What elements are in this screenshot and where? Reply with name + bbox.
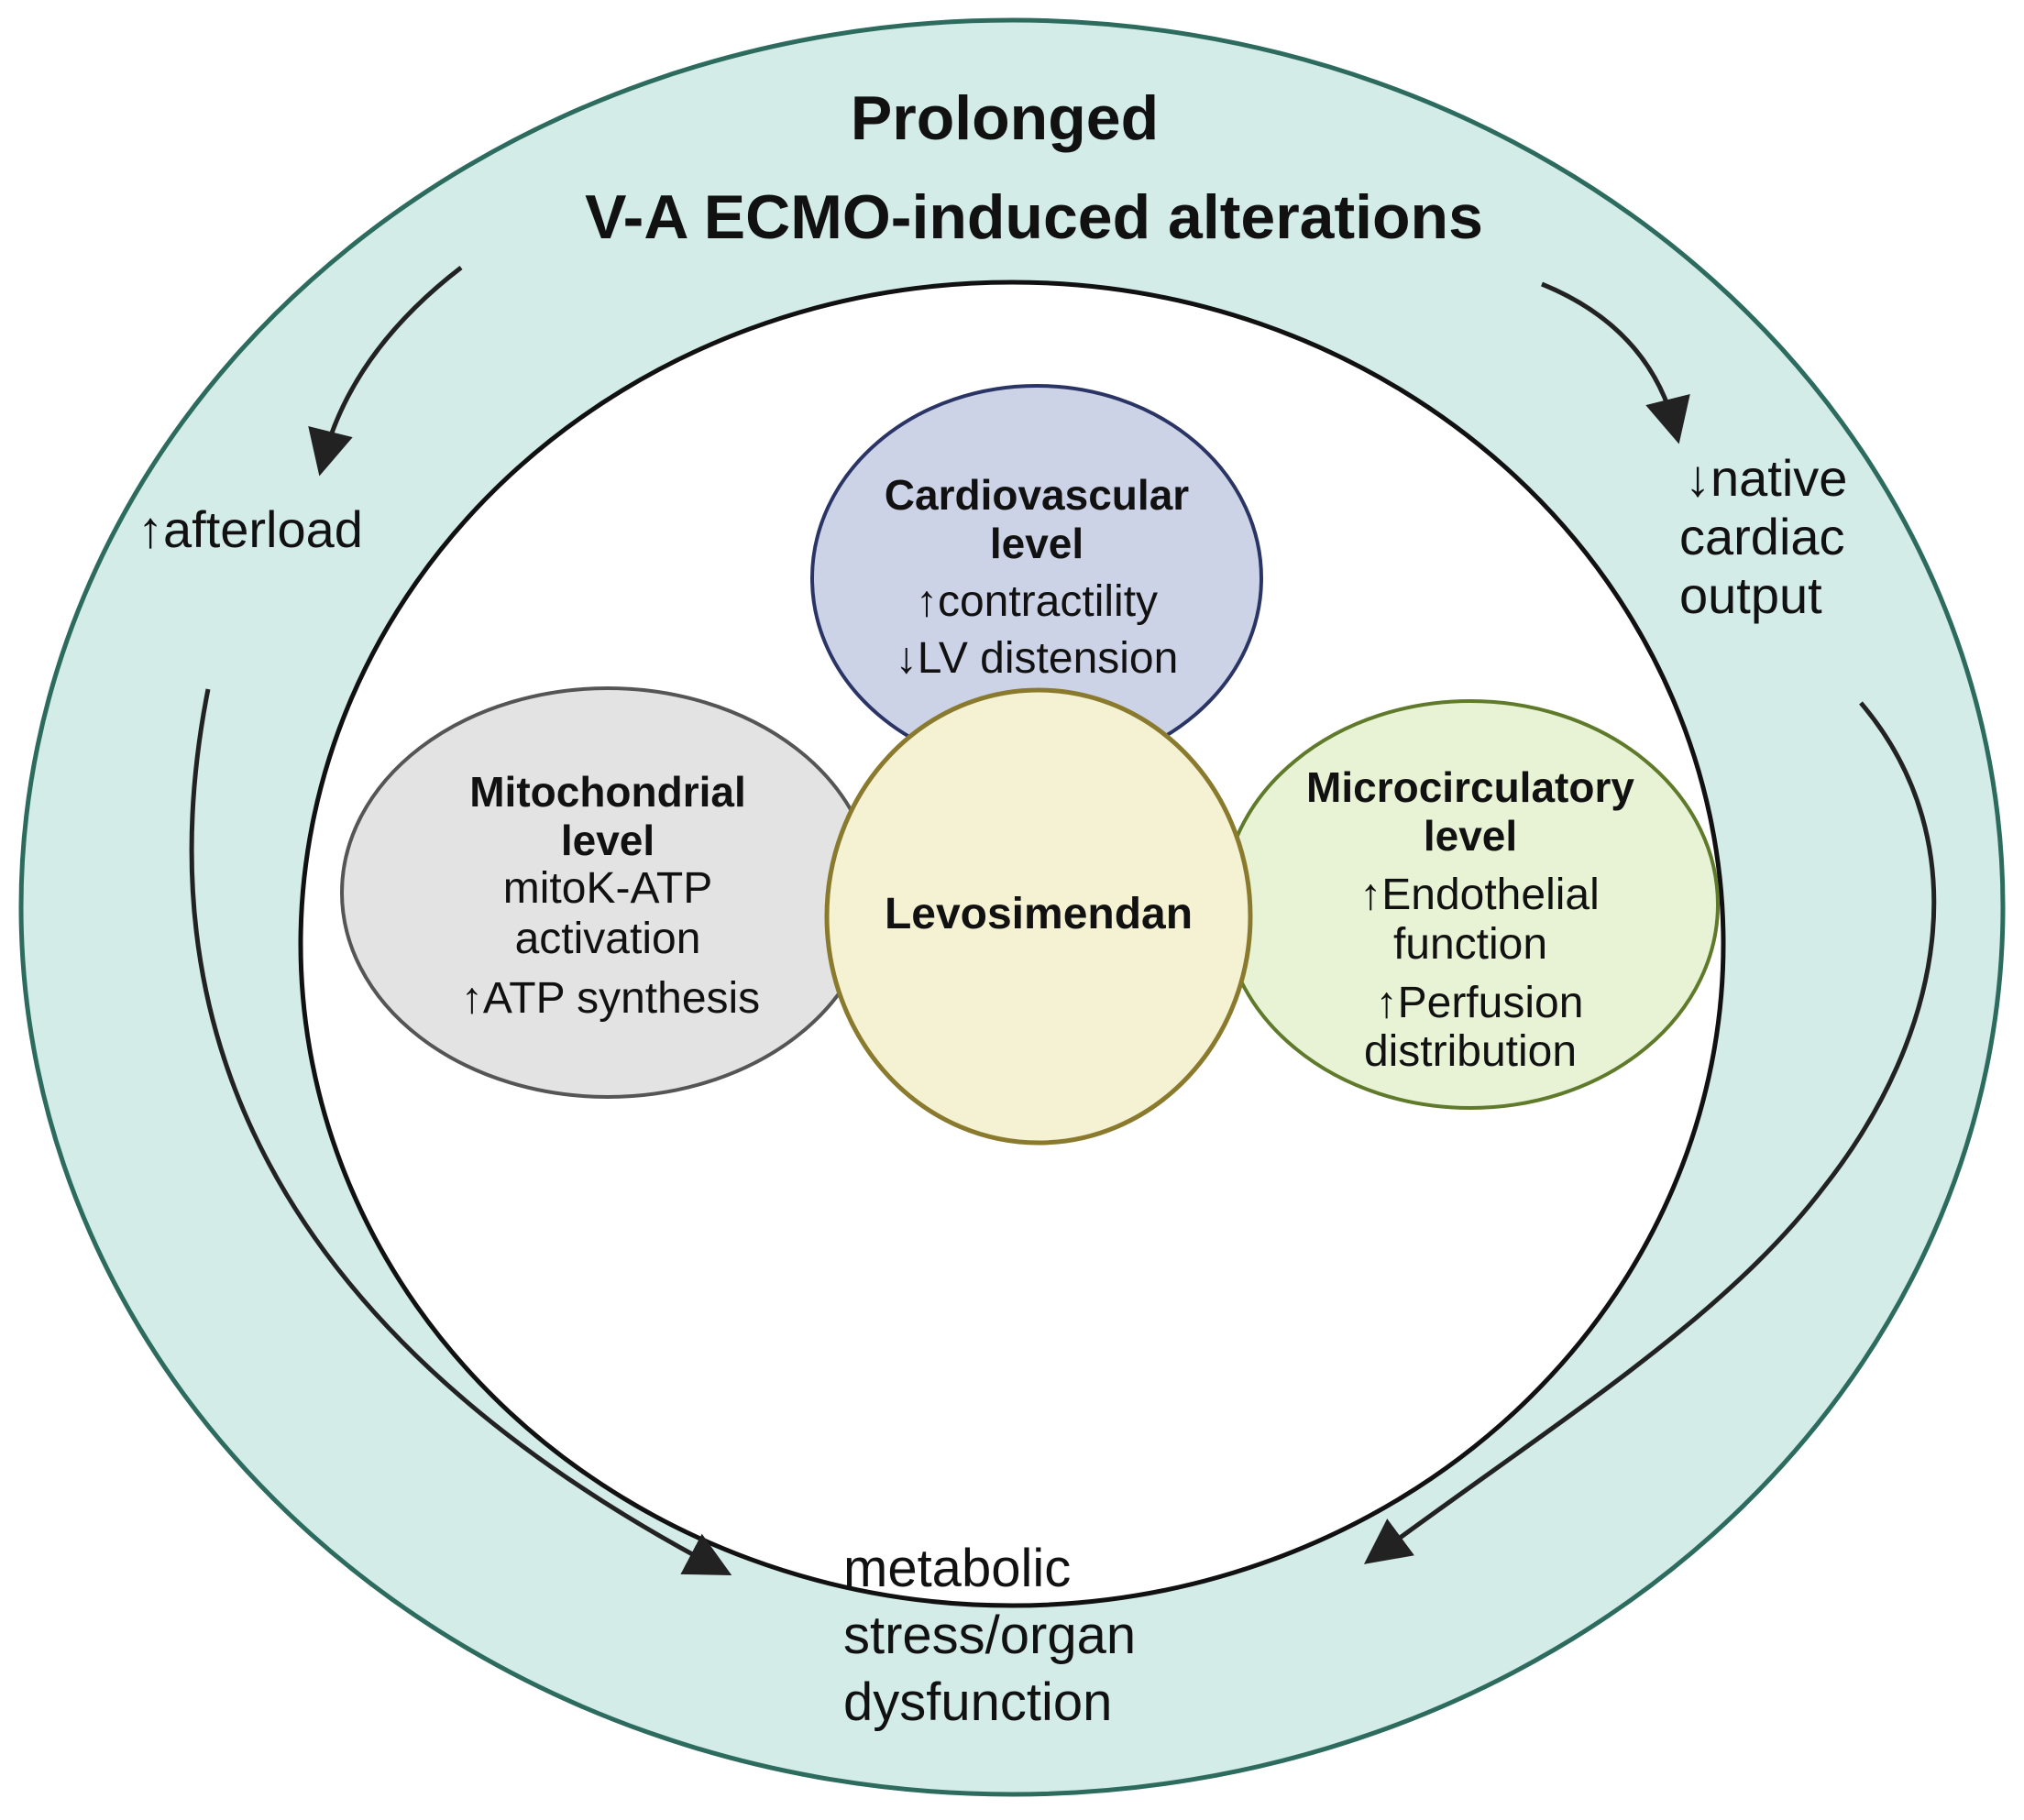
microcirculatory-title-line-2: level — [1424, 812, 1517, 860]
mitochondrial-effect-activation: activation — [515, 915, 701, 963]
mitochondrial-title-line-1: Mitochondrial — [469, 768, 746, 816]
outcome-line-3: dysfunction — [843, 1672, 1112, 1732]
levosimendan-circle — [824, 687, 1253, 1146]
microcirculatory-effect-distribution: distribution — [1364, 1027, 1577, 1076]
arrow-to-afterload — [308, 266, 463, 477]
cardiovascular-title-line-1: Cardiovascular — [885, 471, 1189, 519]
microcirculatory-title-line-1: Microcirculatory — [1306, 763, 1634, 811]
native-cardiac-output-line-3: output — [1679, 566, 1822, 624]
levosimendan-label: Levosimendan — [885, 890, 1193, 938]
title-line-1: Prolonged — [851, 83, 1159, 153]
cardiovascular-effect-contractility: ↑contractility — [916, 577, 1158, 626]
arrow-to-native-cardiac-output — [1541, 281, 1690, 444]
outcome-line-1: metabolic — [843, 1539, 1071, 1598]
microcirculatory-effect-function: function — [1393, 920, 1547, 969]
arrow-afterload-to-outcome — [189, 688, 732, 1575]
cardiovascular-effect-lv-distension: ↓LV distension — [896, 634, 1179, 683]
microcirculatory-effect-perfusion: ↑Perfusion — [1376, 979, 1584, 1027]
title-line-2: V-A ECMO-induced alterations — [585, 182, 1483, 252]
mitochondrial-effect-atp-synthesis: ↑ATP synthesis — [461, 974, 760, 1023]
afterload-label: ↑afterload — [138, 500, 363, 558]
native-cardiac-output-line-1: ↓native — [1685, 449, 1847, 507]
microcirculatory-effect-endothelial: ↑Endothelial — [1359, 871, 1600, 919]
mitochondrial-effect-mitok-atp: mitoK-ATP — [503, 864, 712, 913]
cardiovascular-title-line-2: level — [990, 520, 1084, 567]
outcome-line-2: stress/organ — [843, 1606, 1136, 1665]
mitochondrial-title-line-2: level — [561, 817, 654, 864]
native-cardiac-output-line-2: cardiac — [1679, 508, 1845, 565]
arrow-native-output-to-outcome — [1363, 701, 1937, 1564]
